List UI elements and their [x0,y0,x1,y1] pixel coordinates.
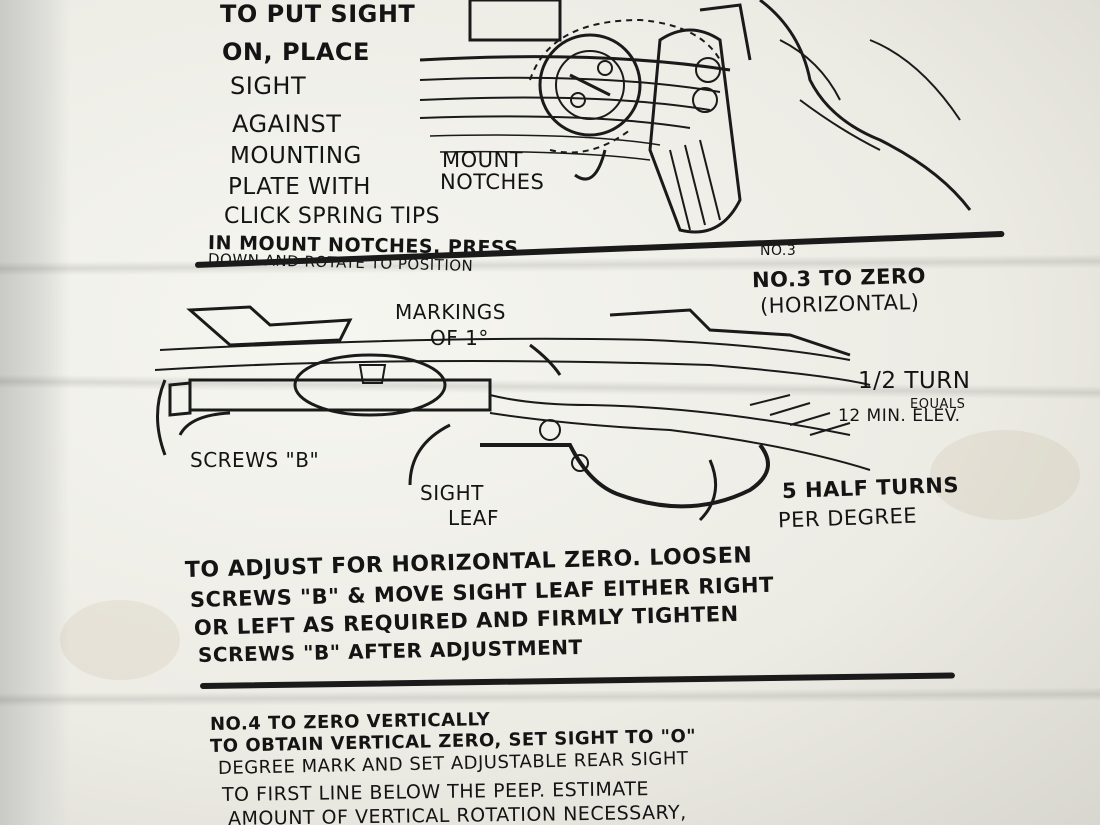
mounting-illustration [419,0,972,234]
top-instruction-line: CLICK SPRING TIPS [224,204,441,229]
top-instruction-line: PLATE WITH [228,174,371,200]
half-turn-label: 1/2 TURN [858,368,971,394]
markings-label: OF 1° [430,326,489,350]
vertical-instruction-line: TO FIRST LINE BELOW THE PEEP. ESTIMATE [221,778,650,806]
receiver-illustration [154,305,871,522]
markings-label: MARKINGS [395,300,507,324]
top-instruction-line: AGAINST [232,110,342,138]
top-instruction-line: ON, PLACE [222,38,370,66]
item-number-label: NO.3 [760,243,797,259]
min-elev-label: 12 MIN. ELEV. [838,406,961,426]
fold-crease [0,254,1100,276]
screws-b-label: SCREWS "B" [190,448,320,472]
sheet-left-edge [0,0,70,825]
mount-notches-label: NOTCHES [440,170,545,194]
section-divider [199,672,955,689]
section-three-heading: NO.3 TO ZERO [751,263,927,293]
mount-notches-label: MOUNT [442,148,524,172]
vertical-instruction-line: AMOUNT OF VERTICAL ROTATION NECESSARY, [227,801,687,825]
stain [60,600,180,680]
sight-leaf-label: SIGHT [420,481,484,505]
equals-label: EQUALS [910,397,966,412]
half-turns-label: PER DEGREE [777,503,918,533]
sight-leaf-label: LEAF [448,506,499,530]
top-instruction-line: TO PUT SIGHT [220,0,416,28]
top-instruction-line: SIGHT [230,72,307,100]
section-three-heading: (HORIZONTAL) [759,289,920,319]
horizontal-instruction-line: SCREWS "B" AFTER ADJUSTMENT [197,634,583,667]
fold-crease [0,687,1100,707]
top-instruction-line: MOUNTING [230,143,362,169]
stain [930,430,1080,520]
